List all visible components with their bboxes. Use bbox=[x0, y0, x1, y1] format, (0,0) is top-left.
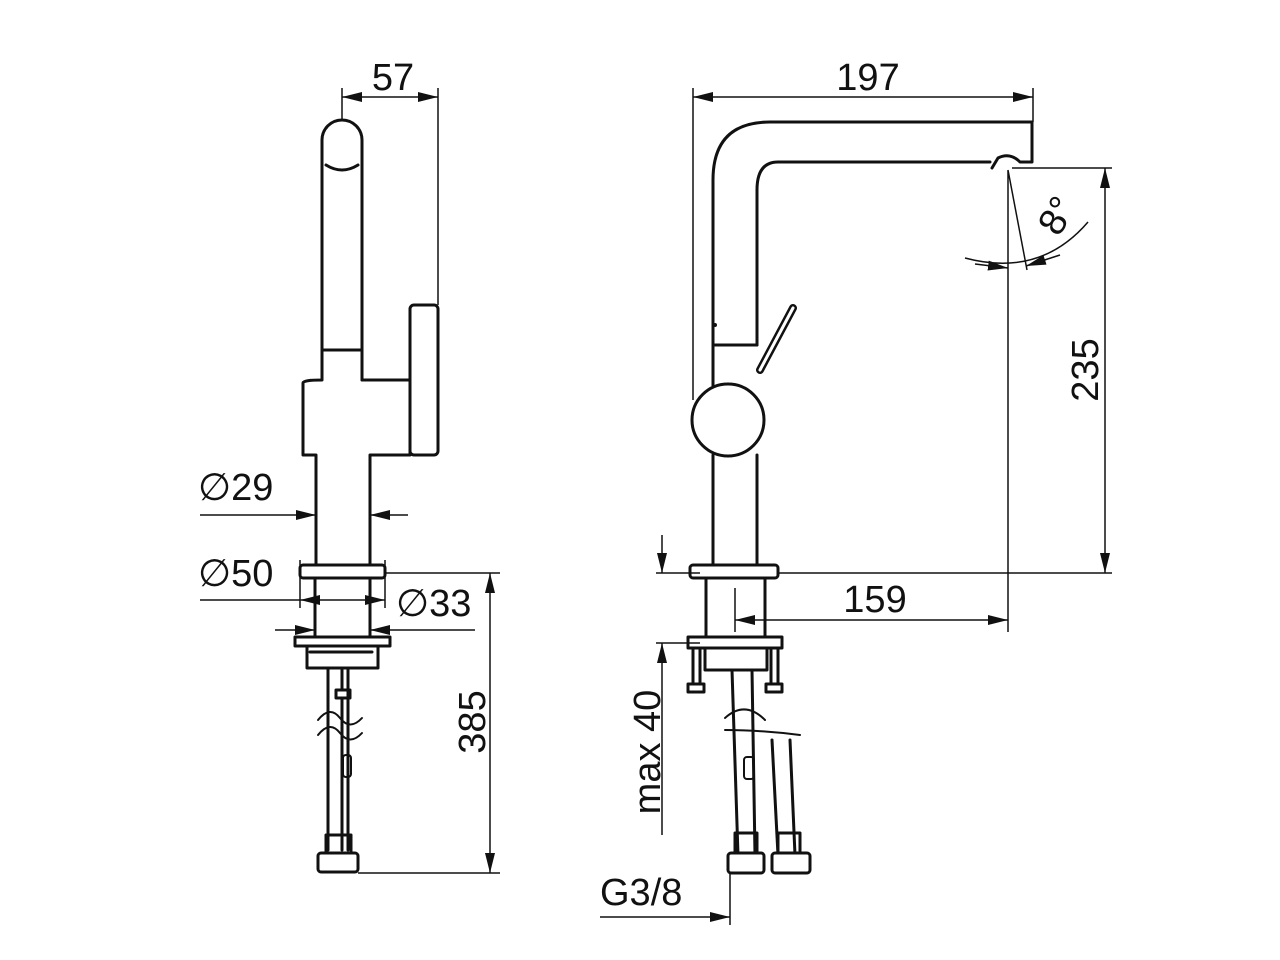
dim-spout-height: 235 bbox=[1065, 338, 1107, 401]
hose-clip bbox=[342, 754, 352, 778]
break-symbol bbox=[724, 708, 801, 736]
hose-nut bbox=[316, 851, 360, 874]
handle-lever bbox=[408, 303, 440, 457]
dim-overall-height: 385 bbox=[452, 690, 494, 753]
hose-clip bbox=[743, 756, 755, 780]
side-view: 197 235 8° 159 max 40 G3/8 bbox=[600, 57, 1112, 925]
dim-neck-diameter: ∅29 bbox=[198, 467, 273, 509]
supply-hose-2 bbox=[770, 738, 797, 857]
shank bbox=[313, 576, 372, 639]
dim-outlet-distance: 159 bbox=[843, 579, 906, 621]
break-symbol bbox=[317, 711, 363, 741]
column bbox=[711, 343, 759, 567]
dim-max-deck-thickness: max 40 bbox=[627, 690, 669, 815]
spout bbox=[711, 120, 1034, 392]
supply-hose bbox=[326, 666, 352, 852]
dim-base-diameter: ∅50 bbox=[198, 553, 273, 595]
hose-nut-1 bbox=[726, 851, 766, 875]
fixing-cup bbox=[305, 644, 380, 670]
front-view: 57 ∅29 ∅50 ∅33 385 bbox=[198, 57, 500, 874]
base-plate bbox=[298, 563, 387, 580]
dim-shank-diameter: ∅33 bbox=[396, 583, 471, 625]
shank bbox=[704, 576, 767, 639]
spout-outlet bbox=[324, 163, 360, 172]
fixing-nut-plate bbox=[686, 635, 784, 650]
body bbox=[301, 348, 412, 567]
dim-connection-thread: G3/8 bbox=[600, 872, 682, 914]
dim-spout-reach: 197 bbox=[836, 57, 899, 99]
fixing-bracket bbox=[691, 646, 780, 687]
handle-hub bbox=[690, 382, 766, 458]
hose-nut-2 bbox=[770, 851, 812, 875]
dim-handle-offset: 57 bbox=[372, 57, 414, 99]
spout-column bbox=[320, 118, 364, 382]
base-plate bbox=[688, 563, 780, 580]
fixing-nut-plate bbox=[293, 635, 392, 648]
